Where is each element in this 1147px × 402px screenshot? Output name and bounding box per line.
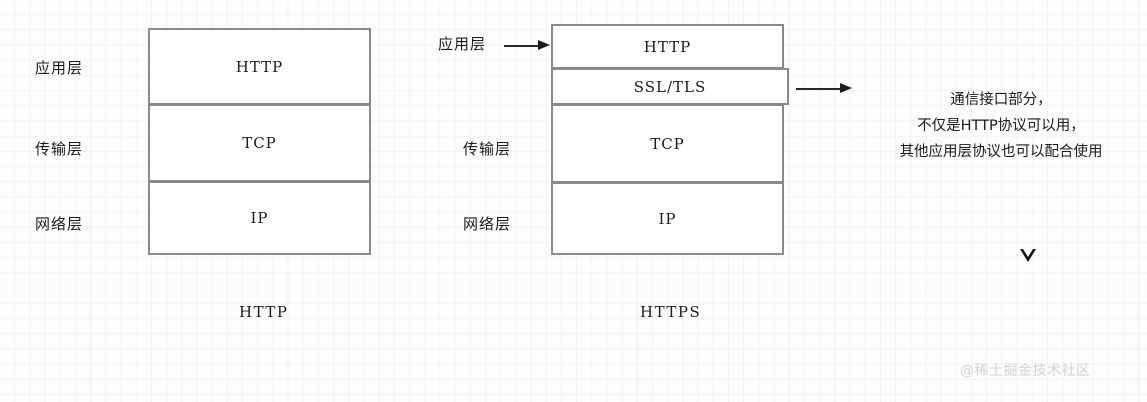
left-layer-label-ip: IP [250,209,269,227]
application-layer-arrow-line [504,45,540,47]
left-layer-label-tcp: TCP [242,134,277,152]
left-label-transport-layer: 传输层 [35,140,84,158]
chevron-down-icon [1020,249,1036,262]
left-layer-label-http: HTTP [235,57,284,76]
annotation-line-1: 通信接口部分， [950,92,1052,108]
left-label-application-layer: 应用层 [35,59,84,77]
right-layer-box-http: HTTP [551,24,784,69]
right-layer-label-http: HTTP [643,37,692,56]
right-stack-caption: HTTPS [640,303,702,321]
annotation-line-2: 不仅是HTTP协议可以用， [917,118,1085,134]
left-label-network-layer: 网络层 [35,215,84,233]
right-layer-label-tcp: TCP [650,134,685,153]
right-label-transport-layer: 传输层 [463,140,512,158]
right-layer-box-ip: IP [551,182,784,255]
right-layer-label-ssl-tls: SSL/TLS [633,77,707,96]
watermark-label: @稀土掘金技术社区 [960,363,1091,379]
right-layer-box-tcp: TCP [551,104,784,183]
ssl-annotation-arrow-line [796,88,844,90]
left-layer-box-http: HTTP [148,28,371,105]
right-label-network-layer: 网络层 [463,215,512,233]
right-label-application-layer: 应用层 [438,35,487,53]
right-layer-label-ip: IP [658,209,677,228]
left-layer-box-tcp: TCP [148,104,371,182]
left-layer-box-ip: IP [148,181,371,255]
application-layer-arrow-head-icon [538,39,550,50]
left-stack-caption: HTTP [239,303,289,321]
ssl-annotation-arrow-head-icon [840,83,852,93]
right-layer-box-ssl-tls: SSL/TLS [551,68,789,105]
annotation-line-3: 其他应用层协议也可以配合使用 [899,144,1103,160]
ssl-annotation-text: 通信接口部分， 不仅是HTTP协议可以用， 其他应用层协议也可以配合使用 [865,87,1137,165]
